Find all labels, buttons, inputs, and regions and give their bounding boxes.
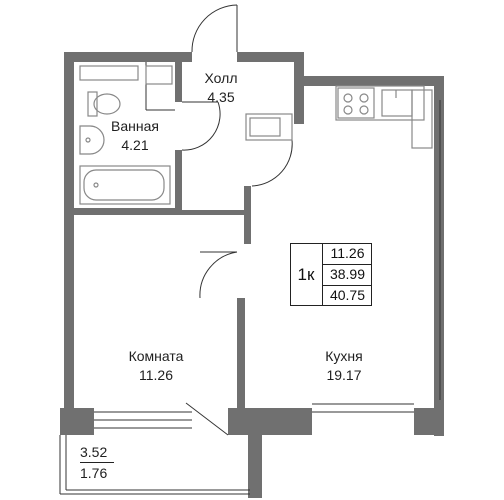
stove-icon [337,87,375,119]
wall-bath-right [175,52,182,102]
wall-top-bath [64,52,192,62]
countertop-icon [335,85,425,121]
walls [60,52,444,498]
hall-area: 4.35 [207,89,235,105]
toilet-icon [87,91,121,117]
kitchen-sink-icon [381,89,413,117]
total-area-value: 38.99 [329,266,366,282]
wall-bottom-left [60,408,94,435]
apartment-type: 1к [297,265,315,284]
living-room-area: 11.26 [139,367,173,383]
area-summary: 1к 11.26 38.99 40.75 [290,243,372,306]
kitchen-fixtures [335,85,433,149]
wall-right [434,76,444,436]
washer-icon [145,65,173,85]
hall-fixtures [245,113,293,141]
bath-fixtures [79,65,173,205]
balcony-area: 3.52 [80,444,108,460]
bathtub-icon [79,165,171,205]
area-summary-rule [323,264,372,265]
wall-partition-v [244,186,251,244]
shelf-icon [79,65,139,81]
balcony-area-reduced: 1.76 [80,465,108,481]
wall-top-kitchen [294,76,444,86]
area-summary-rule [323,285,372,286]
wall-left [64,52,74,430]
living-room-name: Комната [128,348,184,364]
kitchen-area: 19.17 [326,367,362,383]
wall-room-kitchen [237,298,245,430]
wardrobe-icon [245,113,293,141]
wall-top-hall-right [237,52,304,62]
living-area-value: 11.26 [330,245,365,261]
area-summary-divider [322,243,323,306]
fridge-icon [411,89,433,149]
wall-hall-right [294,52,304,96]
total-area-with-balcony-value: 40.75 [329,287,366,303]
kitchen-name: Кухня [325,348,363,364]
bathroom-name: Ванная [111,118,159,134]
wall-partition [74,210,249,215]
wall-balcony [248,430,262,498]
wall-hall-niche [294,90,304,124]
bathroom-area: 4.21 [121,137,149,153]
wall-bath-right-low [175,150,182,212]
wall-bottom-right [414,408,444,435]
sink-icon [79,125,105,155]
hall-name: Холл [204,70,238,86]
balcony-divider [80,462,114,463]
area-summary-frame [290,243,372,306]
wall-bottom-mid [228,408,312,435]
